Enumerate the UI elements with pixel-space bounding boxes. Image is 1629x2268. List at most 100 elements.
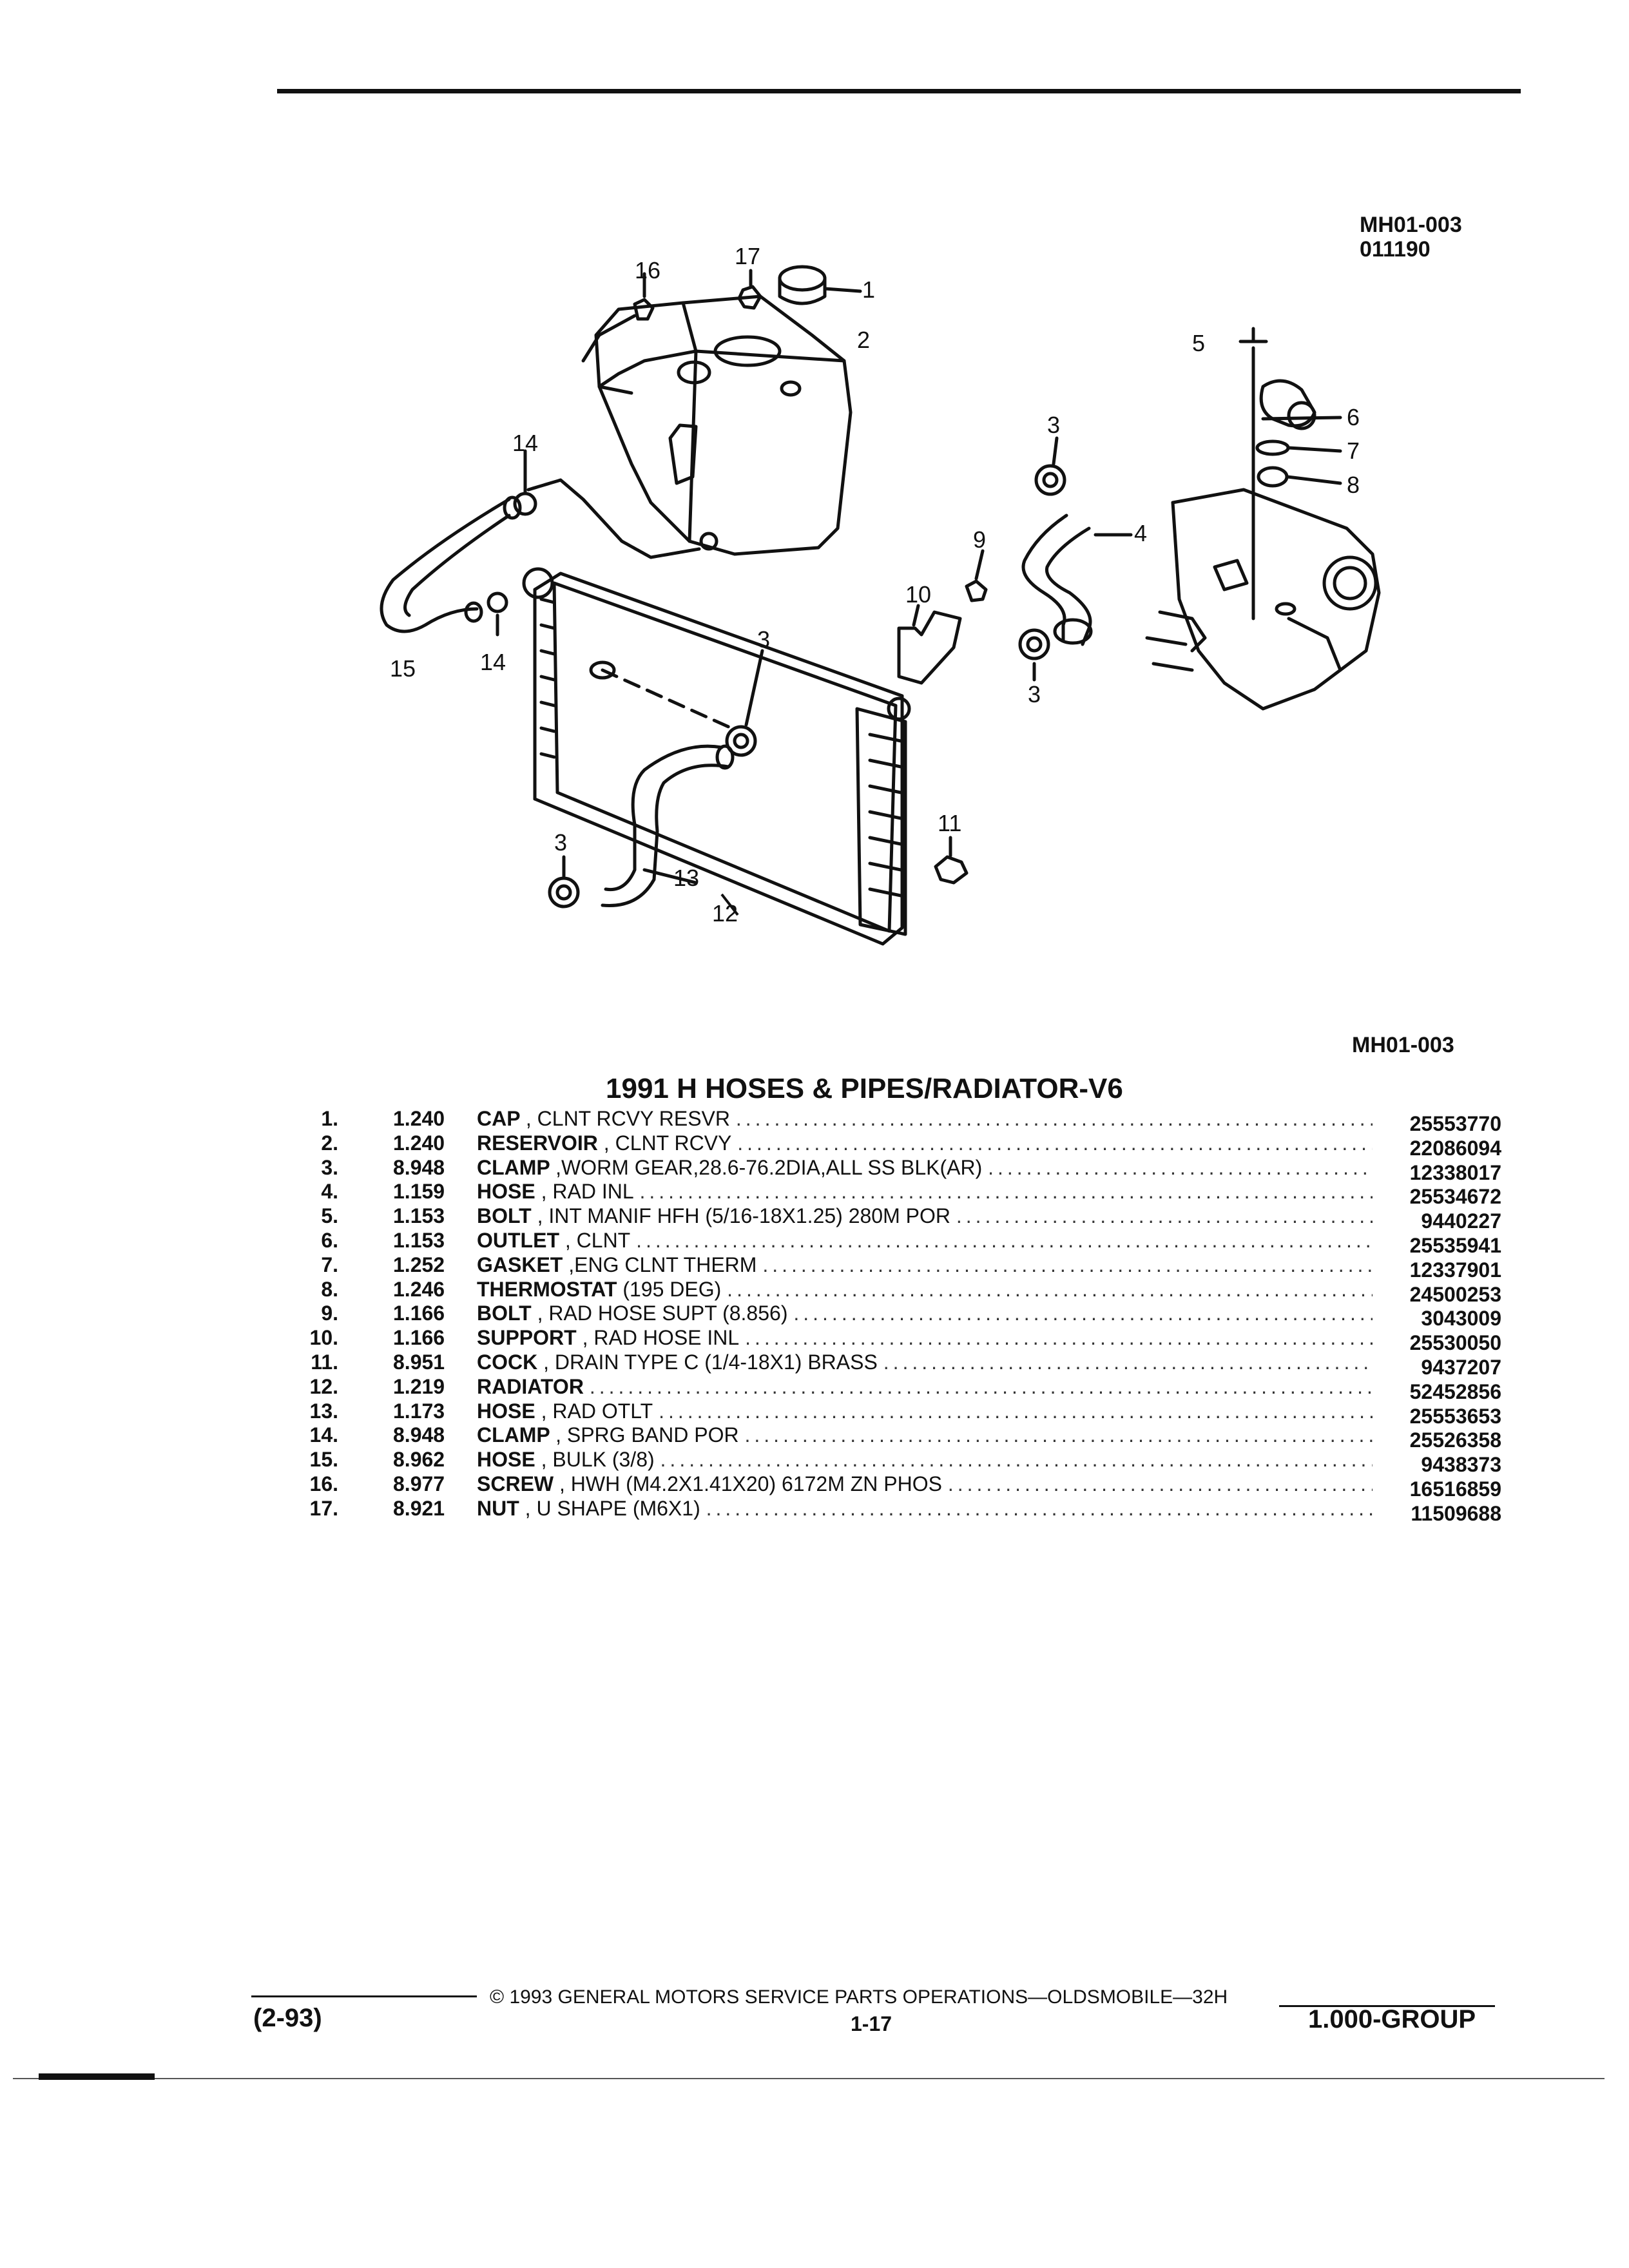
- part-number: 25553770: [1409, 1112, 1501, 1135]
- part-name: CLAMP: [477, 1423, 550, 1447]
- part-name: GASKET: [477, 1253, 563, 1276]
- engine-block: [1145, 488, 1381, 711]
- part-detail: , HWH (M4.2X1.41X20) 6172M ZN PHOS: [559, 1472, 942, 1495]
- part-number: 24500253: [1409, 1282, 1501, 1306]
- scan-mark: [39, 2073, 155, 2080]
- part-name: CAP: [477, 1107, 520, 1130]
- group-number: 1.246: [393, 1277, 445, 1301]
- callout-8: 8: [1347, 472, 1360, 498]
- leader-dots: ........................................…: [762, 1253, 1373, 1276]
- part-description: NUT , U SHAPE (M6X1) ...................…: [477, 1497, 1373, 1521]
- item-number: 8.: [321, 1277, 338, 1301]
- leader-dots: ........................................…: [745, 1326, 1373, 1350]
- footer-copyright: © 1993 GENERAL MOTORS SERVICE PARTS OPER…: [490, 1986, 1228, 2008]
- part-detail: , RAD HOSE SUPT (8.856): [537, 1302, 788, 1325]
- part-description: CLAMP , SPRG BAND POR ..................…: [477, 1423, 1373, 1448]
- part-number: 25535941: [1409, 1233, 1501, 1257]
- leader-dots: ........................................…: [660, 1448, 1373, 1472]
- part-number: 25534672: [1409, 1185, 1501, 1209]
- part-description: RESERVOIR , CLNT RCVY ..................…: [477, 1131, 1373, 1156]
- item-number: 15.: [309, 1448, 338, 1472]
- item-number: 3.: [321, 1155, 338, 1179]
- thermostat: [1257, 466, 1342, 488]
- leader-dots: ........................................…: [956, 1204, 1373, 1228]
- hwh-screw: [597, 272, 655, 337]
- part-detail: , SPRG BAND POR: [555, 1423, 739, 1447]
- item-number: 10.: [309, 1326, 338, 1350]
- part-description: GASKET ,ENG CLNT THERM .................…: [477, 1253, 1373, 1278]
- part-detail: ,ENG CLNT THERM: [568, 1253, 757, 1276]
- part-description: SCREW , HWH (M4.2X1.41X20) 6172M ZN PHOS…: [477, 1472, 1373, 1497]
- diagram-reference-code: MH01-003: [1352, 1033, 1454, 1057]
- part-description: RADIATOR ...............................…: [477, 1375, 1373, 1399]
- item-number: 1.: [321, 1107, 338, 1130]
- part-detail: , INT MANIF HFH (5/16-18X1.25) 280M POR: [537, 1204, 950, 1228]
- part-name: SUPPORT: [477, 1326, 577, 1350]
- leader-dots: ........................................…: [793, 1302, 1373, 1325]
- part-name: BOLT: [477, 1204, 532, 1228]
- diagram-reference: MH01-003 011190: [1360, 213, 1462, 262]
- leader-dots: ........................................…: [706, 1496, 1373, 1520]
- part-number: 9440227: [1421, 1209, 1501, 1233]
- worm-gear-clamp: [548, 649, 764, 908]
- leader-dots: ........................................…: [735, 1107, 1373, 1130]
- item-number: 12.: [309, 1374, 338, 1398]
- leader-dots: ........................................…: [639, 1180, 1373, 1204]
- group-number: 1.166: [393, 1302, 445, 1325]
- hose-support-bolt: [965, 549, 988, 602]
- part-number: 12337901: [1409, 1258, 1501, 1282]
- callout-6: 6: [1347, 404, 1360, 430]
- part-number: 3043009: [1421, 1307, 1501, 1331]
- footer-group: 1.000-GROUP: [1308, 2005, 1476, 2033]
- part-detail: ,WORM GEAR,28.6-76.2DIA,ALL SS BLK(AR): [555, 1155, 983, 1179]
- part-number: 25526358: [1409, 1428, 1501, 1452]
- part-number: 52452856: [1409, 1379, 1501, 1403]
- inlet-worm-gear-clamp: [1018, 436, 1066, 682]
- footer-edition: (2-93): [253, 2004, 322, 2032]
- group-number: 8.977: [393, 1472, 445, 1495]
- part-name: RADIATOR: [477, 1374, 584, 1398]
- group-number: 1.252: [393, 1253, 445, 1276]
- part-name: HOSE: [477, 1448, 535, 1472]
- part-name: CLAMP: [477, 1155, 550, 1179]
- item-number: 7.: [321, 1253, 338, 1276]
- callout-16: 16: [635, 257, 660, 284]
- group-number: 1.166: [393, 1326, 445, 1350]
- part-description: BOLT , RAD HOSE SUPT (8.856) ...........…: [477, 1302, 1373, 1326]
- parts-row: 7. 1.252 GASKET ,ENG CLNT THERM ..........…: [290, 1253, 1514, 1282]
- part-name: BOLT: [477, 1302, 532, 1325]
- callout-4: 4: [1134, 520, 1147, 546]
- part-number: 25553653: [1409, 1404, 1501, 1428]
- callout-17: 17: [735, 243, 760, 269]
- callout-15: 15: [390, 655, 416, 682]
- top-rule: [277, 89, 1521, 93]
- part-detail: , DRAIN TYPE C (1/4-18X1) BRASS: [543, 1350, 878, 1374]
- leader-dots: ........................................…: [727, 1277, 1373, 1301]
- leader-dots: ........................................…: [988, 1155, 1373, 1179]
- part-detail: (195 DEG): [622, 1277, 722, 1301]
- item-number: 2.: [321, 1131, 338, 1155]
- group-number: 1.159: [393, 1180, 445, 1204]
- reference-code: MH01-003: [1360, 213, 1462, 237]
- group-number: 8.921: [393, 1496, 445, 1520]
- coolant-reservoir: [581, 294, 853, 556]
- item-number: 5.: [321, 1204, 338, 1228]
- part-description: HOSE , RAD INL .........................…: [477, 1180, 1373, 1204]
- parts-row: 10. 1.166 SUPPORT , RAD HOSE INL .........…: [290, 1326, 1514, 1354]
- part-detail: , CLNT RCVY RESVR: [525, 1107, 730, 1130]
- reservoir-cap: [778, 265, 862, 305]
- callout-12: 12: [712, 900, 738, 927]
- item-number: 13.: [309, 1399, 338, 1423]
- part-detail: , RAD HOSE INL: [582, 1326, 740, 1350]
- part-name: COCK: [477, 1350, 538, 1374]
